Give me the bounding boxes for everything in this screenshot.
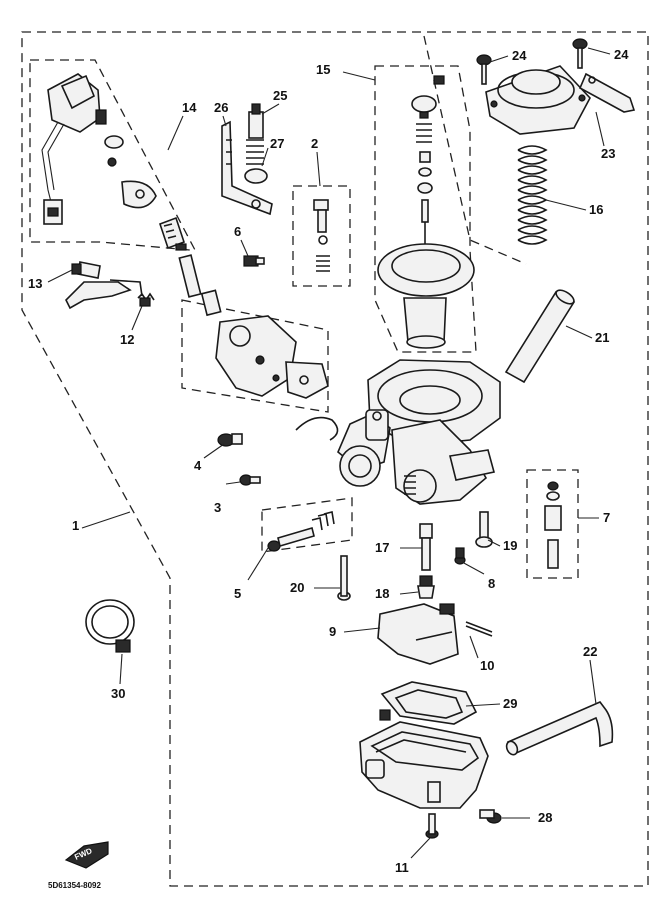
screw-19: [475, 511, 493, 548]
callout-4: 4: [194, 458, 202, 473]
screw-24-left: [476, 54, 492, 85]
callout-20: 20: [290, 580, 304, 595]
vent-hose-21: [504, 289, 576, 384]
pilot-screw: [313, 199, 330, 272]
carburetor-body: [295, 359, 501, 505]
callout-12: 12: [120, 332, 134, 347]
callout-26: 26: [214, 100, 228, 115]
float-9: [377, 603, 459, 665]
assembly-boundary: [21, 31, 649, 887]
callout-9: 9: [329, 624, 336, 639]
callout-7: 7: [603, 510, 610, 525]
callout-15: 15: [316, 62, 330, 77]
sensor-shaft: [158, 216, 222, 317]
fwd-arrow-badge: [64, 841, 109, 869]
sensor-plate: [215, 315, 329, 399]
callout-18: 18: [375, 586, 389, 601]
callout-10: 10: [480, 658, 494, 673]
group-23-16-box: [423, 35, 527, 265]
idle-adjust-screw: [65, 261, 143, 310]
return-spring-16: [517, 145, 548, 245]
group-5-box: [261, 497, 353, 553]
callout-28: 28: [538, 810, 552, 825]
cable-bracket-23: [578, 72, 636, 113]
callout-13: 13: [28, 276, 42, 291]
main-jet-18: [417, 575, 435, 599]
callout-19: 19: [503, 538, 517, 553]
throttle-stop-screw: [267, 511, 335, 552]
hose-clamp-30: [85, 599, 135, 653]
callout-21: 21: [595, 330, 609, 345]
callout-11: 11: [395, 860, 409, 875]
callout-27: 27: [270, 136, 284, 151]
callout-23: 23: [601, 146, 615, 161]
callout-30: 30: [111, 686, 125, 701]
group-12-box: [181, 299, 329, 413]
group-7-box: [526, 469, 579, 579]
needle-jet-17: [419, 523, 433, 571]
screw-3: [239, 474, 261, 486]
callout-24-left: 24: [512, 48, 527, 63]
drawing-code: 5D61354-8092: [48, 881, 101, 890]
screw-24-right: [572, 38, 588, 69]
drain-hose-22: [505, 701, 614, 756]
washer-27: [244, 168, 268, 184]
callout-24-right: 24: [614, 47, 629, 62]
callout-6: 6: [234, 224, 241, 239]
leader-lines: [47, 47, 611, 859]
group-2-box: [292, 185, 351, 287]
float-pin-10: [465, 621, 493, 637]
choke-bracket: [221, 120, 273, 216]
callout-5: 5: [234, 586, 241, 601]
callout-25: 25: [273, 88, 287, 103]
pin-20: [337, 555, 351, 601]
callout-1: 1: [72, 518, 79, 533]
callout-labels: 1 2 3 4 5 6 7 8 9 10 11 12 13 14 15 16 1…: [28, 47, 629, 875]
vacuum-piston: [377, 243, 475, 349]
screw-4: [217, 433, 243, 447]
callout-3: 3: [214, 500, 221, 515]
group-15-box: [374, 65, 477, 353]
callout-29: 29: [503, 696, 517, 711]
float-valve-7: [544, 481, 562, 569]
screw-8: [454, 547, 466, 565]
top-cover: [485, 65, 591, 135]
callout-8: 8: [488, 576, 495, 591]
callout-17: 17: [375, 540, 389, 555]
screw-6: [243, 255, 265, 267]
jet-needle-stack: [411, 75, 445, 264]
throttle-sensor: [41, 73, 157, 225]
spring-12: [137, 292, 155, 307]
group-14-boundary: [29, 59, 197, 251]
drain-screw-28: [479, 809, 502, 824]
callout-22: 22: [583, 644, 597, 659]
callout-16: 16: [589, 202, 603, 217]
bowl-gasket-29: [379, 681, 478, 725]
float-bowl: [359, 721, 489, 809]
plunger-25: [246, 103, 264, 165]
bowl-screw-11: [425, 813, 439, 839]
callout-2: 2: [311, 136, 318, 151]
callout-14: 14: [182, 100, 197, 115]
